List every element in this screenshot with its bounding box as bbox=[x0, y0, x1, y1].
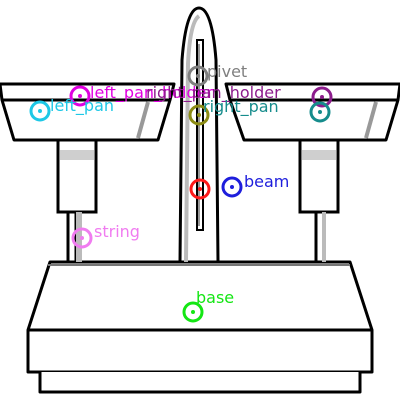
right-pan-marker bbox=[309, 101, 331, 123]
beam-marker bbox=[221, 176, 243, 198]
left-pan bbox=[0, 82, 176, 142]
beam-center-marker bbox=[189, 178, 211, 200]
keypoint-labels: pivet left_pan_holder right_pan_holder l… bbox=[50, 62, 289, 307]
label-beam: beam bbox=[244, 172, 289, 191]
left-pan-support bbox=[56, 138, 98, 264]
string-marker bbox=[71, 227, 93, 249]
label-pivet: pivet bbox=[207, 62, 247, 81]
right-pan-support bbox=[298, 138, 340, 264]
right-pan-holder-marker bbox=[311, 86, 333, 108]
left-pan-marker bbox=[29, 100, 51, 122]
left-pan-holder-marker bbox=[69, 85, 91, 107]
label-string: string bbox=[94, 222, 140, 241]
label-base: base bbox=[196, 288, 234, 307]
scale-base bbox=[26, 260, 374, 394]
center-post bbox=[178, 6, 220, 264]
label-right-pan-holder: right_pan_holder bbox=[146, 83, 281, 103]
label-left-pan-holder: left_pan_holder bbox=[90, 83, 213, 103]
keypoint-markers bbox=[29, 65, 333, 323]
label-left-pan: left_pan bbox=[50, 96, 114, 116]
pivet-marker bbox=[187, 65, 209, 87]
base-marker bbox=[182, 301, 204, 323]
pivot-center-marker bbox=[188, 104, 210, 126]
label-right-pan: right_pan bbox=[203, 97, 279, 117]
